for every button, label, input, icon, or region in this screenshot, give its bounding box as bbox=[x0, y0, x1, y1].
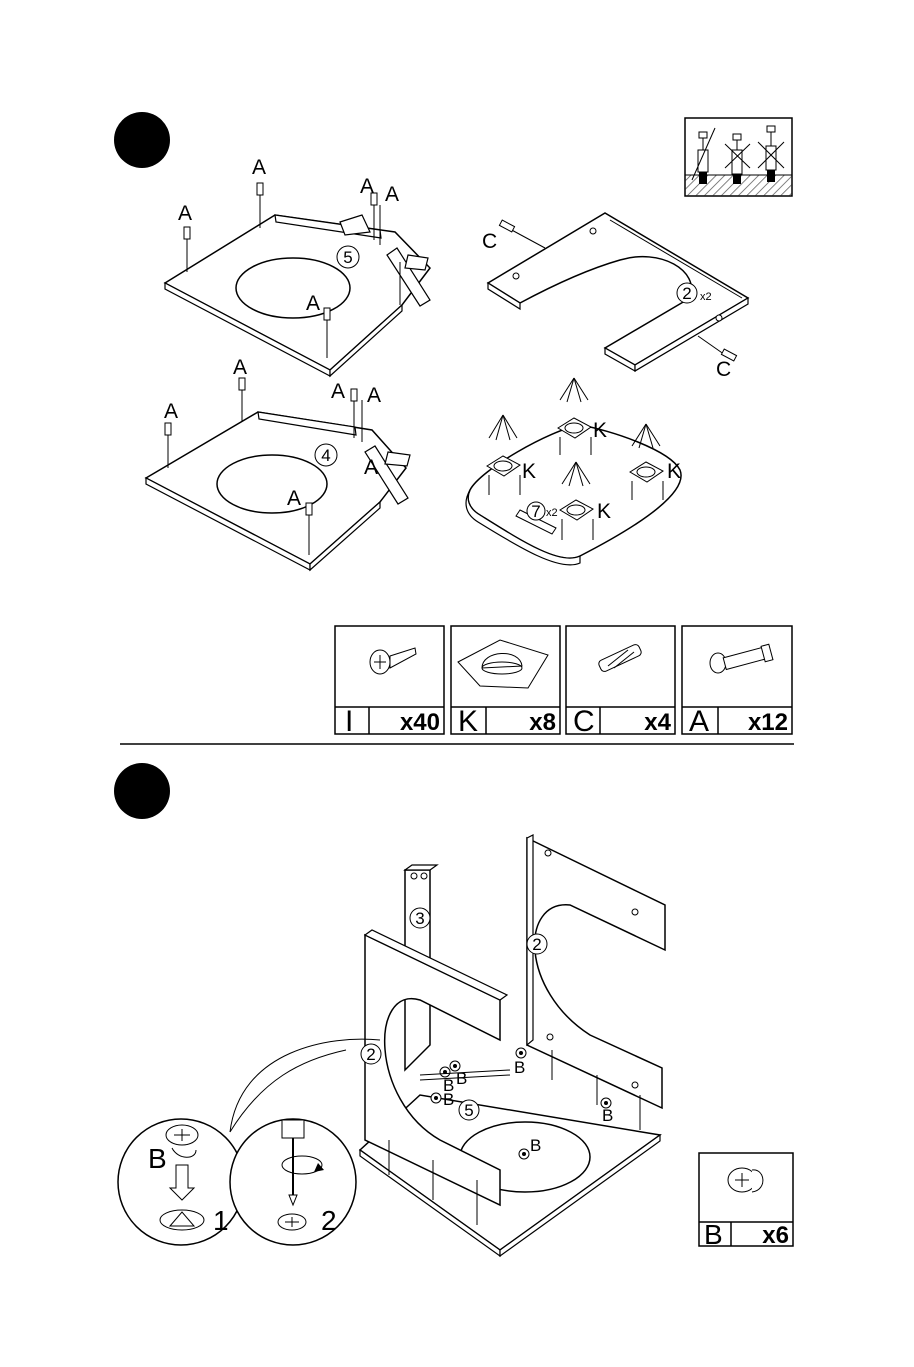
panel-7-number: 7 bbox=[531, 502, 540, 521]
part-box-a: A x12 bbox=[682, 626, 792, 738]
foot-label: K bbox=[667, 460, 681, 483]
detail-tighten-cam: 2 bbox=[230, 1119, 356, 1245]
cam-lock-icon bbox=[516, 1048, 526, 1058]
panel-2-assembly: 2 x2 C C bbox=[482, 213, 748, 381]
cam-bolt-icon bbox=[165, 423, 171, 435]
cam-bolt-icon bbox=[306, 503, 312, 515]
foot-label: K bbox=[522, 460, 536, 483]
panel-3-number: 3 bbox=[415, 909, 424, 928]
cam-lock-icon bbox=[728, 1168, 763, 1192]
pin-label: A bbox=[385, 183, 399, 206]
pin-label: A bbox=[364, 456, 378, 479]
panel-5-number: 5 bbox=[343, 248, 352, 267]
part-letter: A bbox=[689, 705, 709, 738]
torque-warning-inset bbox=[685, 118, 792, 196]
detail-cam-label: B bbox=[148, 1143, 167, 1174]
part-count: x40 bbox=[400, 709, 440, 736]
panel-2-number: 2 bbox=[682, 284, 691, 303]
cam-lock-icon bbox=[519, 1149, 529, 1159]
cam-bolt-icon bbox=[351, 389, 357, 401]
part-letter: C bbox=[573, 705, 595, 738]
foot-label: K bbox=[597, 500, 611, 523]
cam-bolt-icon bbox=[239, 378, 245, 390]
panel-5-assembly: 5 A A A A A bbox=[165, 156, 430, 376]
dowel-label: C bbox=[716, 358, 731, 381]
cam-bolt-icon bbox=[324, 308, 330, 320]
part-box-c: C x4 bbox=[566, 626, 675, 738]
pin-label: A bbox=[331, 380, 345, 403]
pin-label: A bbox=[360, 175, 374, 198]
cam-lock-icon bbox=[431, 1093, 441, 1103]
cam-label: B bbox=[443, 1090, 454, 1109]
part-count: x12 bbox=[748, 709, 788, 736]
panel-5-number: 5 bbox=[464, 1101, 473, 1120]
panel-4-assembly: 4 A A A A A A bbox=[146, 356, 410, 570]
detail-step-1: 1 bbox=[213, 1205, 229, 1236]
panel-7-assembly: 7 x2 K K K K bbox=[466, 378, 681, 565]
part-box-i: I x40 bbox=[335, 626, 444, 738]
cam-label: B bbox=[514, 1058, 525, 1077]
parts-list: I x40 K x8 C x4 bbox=[335, 626, 792, 738]
cam-label: B bbox=[530, 1136, 541, 1155]
step-2-marker bbox=[114, 763, 170, 819]
part-count: x8 bbox=[529, 709, 556, 736]
cam-label: B bbox=[456, 1069, 467, 1088]
cam-bolt-icon bbox=[184, 227, 190, 239]
pin-label: A bbox=[367, 384, 381, 407]
pin-label: A bbox=[287, 487, 301, 510]
legend-count: x6 bbox=[762, 1222, 789, 1249]
part-box-b: B x6 bbox=[699, 1153, 793, 1250]
part-count: x4 bbox=[644, 709, 671, 736]
panel-2-number: 2 bbox=[532, 935, 541, 954]
dowel-icon bbox=[499, 220, 514, 232]
cam-label: B bbox=[602, 1106, 613, 1125]
pin-label: A bbox=[164, 400, 178, 423]
pin-label: A bbox=[178, 202, 192, 225]
panel-2-qty: x2 bbox=[700, 291, 712, 303]
part-letter: K bbox=[458, 705, 478, 738]
pin-label: A bbox=[233, 356, 247, 379]
foot-label: K bbox=[593, 419, 607, 442]
detail-insert-cam: B 1 bbox=[118, 1119, 244, 1245]
panel-2-number: 2 bbox=[366, 1045, 375, 1064]
legend-letter: B bbox=[704, 1219, 723, 1250]
step-1-marker bbox=[114, 112, 170, 168]
panel-7-qty: x2 bbox=[546, 507, 558, 519]
pin-label: A bbox=[252, 156, 266, 179]
cam-bolt-icon bbox=[257, 183, 263, 195]
part-letter: I bbox=[345, 705, 353, 738]
dowel-label: C bbox=[482, 230, 497, 253]
part-box-k: K x8 bbox=[451, 626, 560, 738]
panel-4-number: 4 bbox=[321, 446, 330, 465]
pin-label: A bbox=[306, 292, 320, 315]
detail-step-2: 2 bbox=[321, 1205, 337, 1236]
